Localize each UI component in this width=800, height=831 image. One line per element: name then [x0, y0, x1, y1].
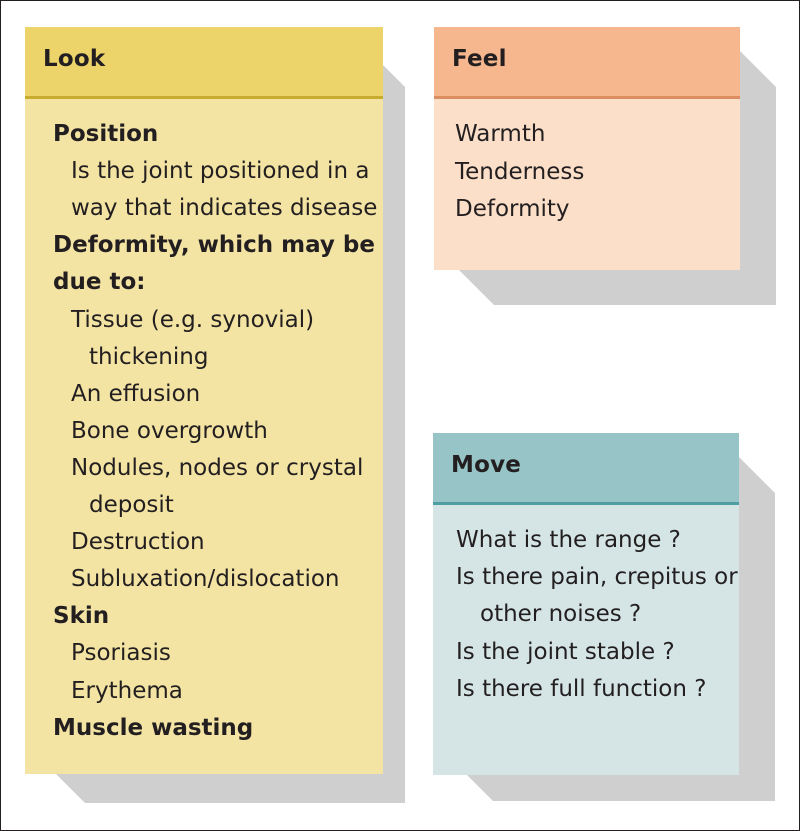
move-card: Move What is the range ? Is there pain, c… [433, 433, 793, 829]
look-line-item: An effusion [71, 380, 201, 407]
look-line-item: way that indicates disease [71, 195, 378, 222]
move-body: What is the range ? Is there pain, crepit… [433, 505, 739, 775]
move-line-item: What is the range ? [456, 527, 681, 553]
look-line-item: Erythema [71, 677, 183, 704]
look-title: Look [43, 46, 106, 72]
feel-line-item: Tenderness [455, 158, 585, 185]
look-line-item: Bone overgrowth [71, 417, 268, 444]
look-line-heading: Muscle wasting [53, 714, 254, 741]
move-line-item: Is the joint stable ? [456, 638, 675, 665]
move-line-item: Is there full function ? [456, 675, 707, 702]
look-line-item: Psoriasis [71, 640, 171, 667]
move-box: Move What is the range ? Is there pain, c… [433, 433, 739, 775]
look-line-heading: Position [53, 121, 159, 147]
look-line-item: Destruction [71, 529, 205, 556]
look-card: Look Position Is the joint positioned in … [25, 27, 425, 827]
feel-line-item: Warmth [455, 121, 546, 147]
feel-header: Feel [434, 27, 740, 99]
move-line-item: other noises ? [480, 601, 642, 628]
move-line-item: Is there pain, crepitus or [456, 564, 738, 591]
look-line-item: thickening [89, 343, 209, 370]
move-title: Move [451, 452, 522, 478]
look-line-heading: Deformity, which may be [53, 232, 375, 259]
look-line-heading: Skin [53, 603, 110, 630]
look-body: Position Is the joint positioned in a way … [25, 99, 383, 774]
look-line-item: Is the joint positioned in a [71, 158, 370, 185]
look-box: Look Position Is the joint positioned in … [25, 27, 383, 774]
feel-line-item: Deformity [455, 196, 570, 222]
look-line-item: Nodules, nodes or crystal [71, 454, 364, 481]
look-header: Look [25, 27, 383, 99]
look-line-heading: due to: [53, 269, 146, 296]
look-line-item: Tissue (e.g. synovial) [71, 306, 315, 333]
feel-title: Feel [452, 46, 507, 72]
move-header: Move [433, 433, 739, 505]
look-line-item: Subluxation/dislocation [71, 566, 340, 593]
look-line-item: deposit [89, 492, 174, 518]
